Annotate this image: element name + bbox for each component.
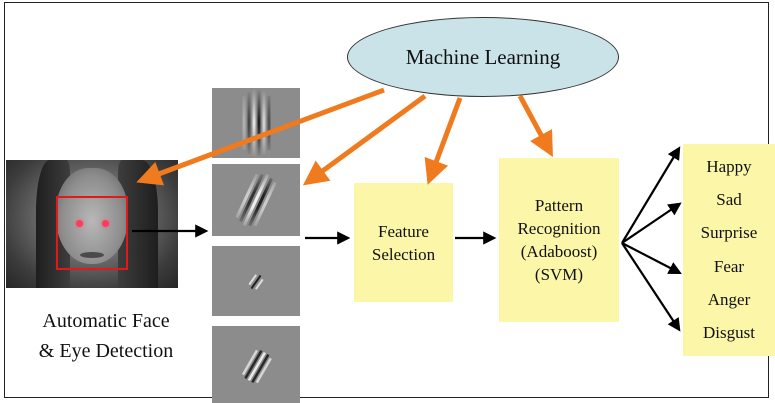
feature-selection-line2: Selection (371, 244, 436, 264)
right-eye-marker (102, 220, 109, 227)
emotion-label: Disgust (703, 323, 755, 343)
flow-arrow-to-emotions (621, 146, 681, 244)
machine-learning-node: Machine Learning (347, 17, 619, 97)
face-detection-box (56, 196, 128, 270)
detection-caption-line1: Automatic Face (42, 310, 170, 332)
emotion-label: Happy (706, 156, 752, 176)
detection-caption-line2: & Eye Detection (38, 340, 174, 362)
ml-arrow-to-face (136, 87, 385, 186)
gabor-filter-patch (212, 164, 300, 236)
pattern-recognition-line4: (SVM) (534, 265, 584, 284)
ml-arrow-to-filters (302, 93, 427, 186)
flow-arrow-to-emotions (621, 242, 681, 332)
left-eye-marker (76, 220, 83, 227)
flow-arrow-to-emotions (621, 242, 682, 275)
ml-arrow-to-feature-selection (424, 97, 463, 185)
pattern-recognition-line1: Pattern (534, 196, 584, 215)
ml-arrow-to-pattern-recognition (517, 94, 553, 157)
emotion-list: Happy Sad Surprise Fear Anger Disgust (683, 144, 775, 356)
feature-selection-line1: Feature (378, 221, 429, 241)
pattern-recognition-line3: (Adaboost) (520, 242, 598, 261)
pattern-recognition-line2: Recognition (517, 219, 601, 238)
flow-arrow-to-emotions (621, 202, 682, 244)
machine-learning-label: Machine Learning (405, 44, 561, 69)
emotion-label: Surprise (700, 223, 758, 243)
emotion-label: Anger (707, 289, 751, 309)
emotion-label: Fear (713, 256, 745, 276)
gabor-filter-patch (212, 326, 300, 403)
gabor-filter-patch (212, 246, 300, 316)
feature-selection-box: Feature Selection (354, 183, 453, 302)
pattern-recognition-box: Pattern Recognition (Adaboost) (SVM) (499, 158, 619, 322)
emotion-label: Sad (716, 189, 742, 209)
